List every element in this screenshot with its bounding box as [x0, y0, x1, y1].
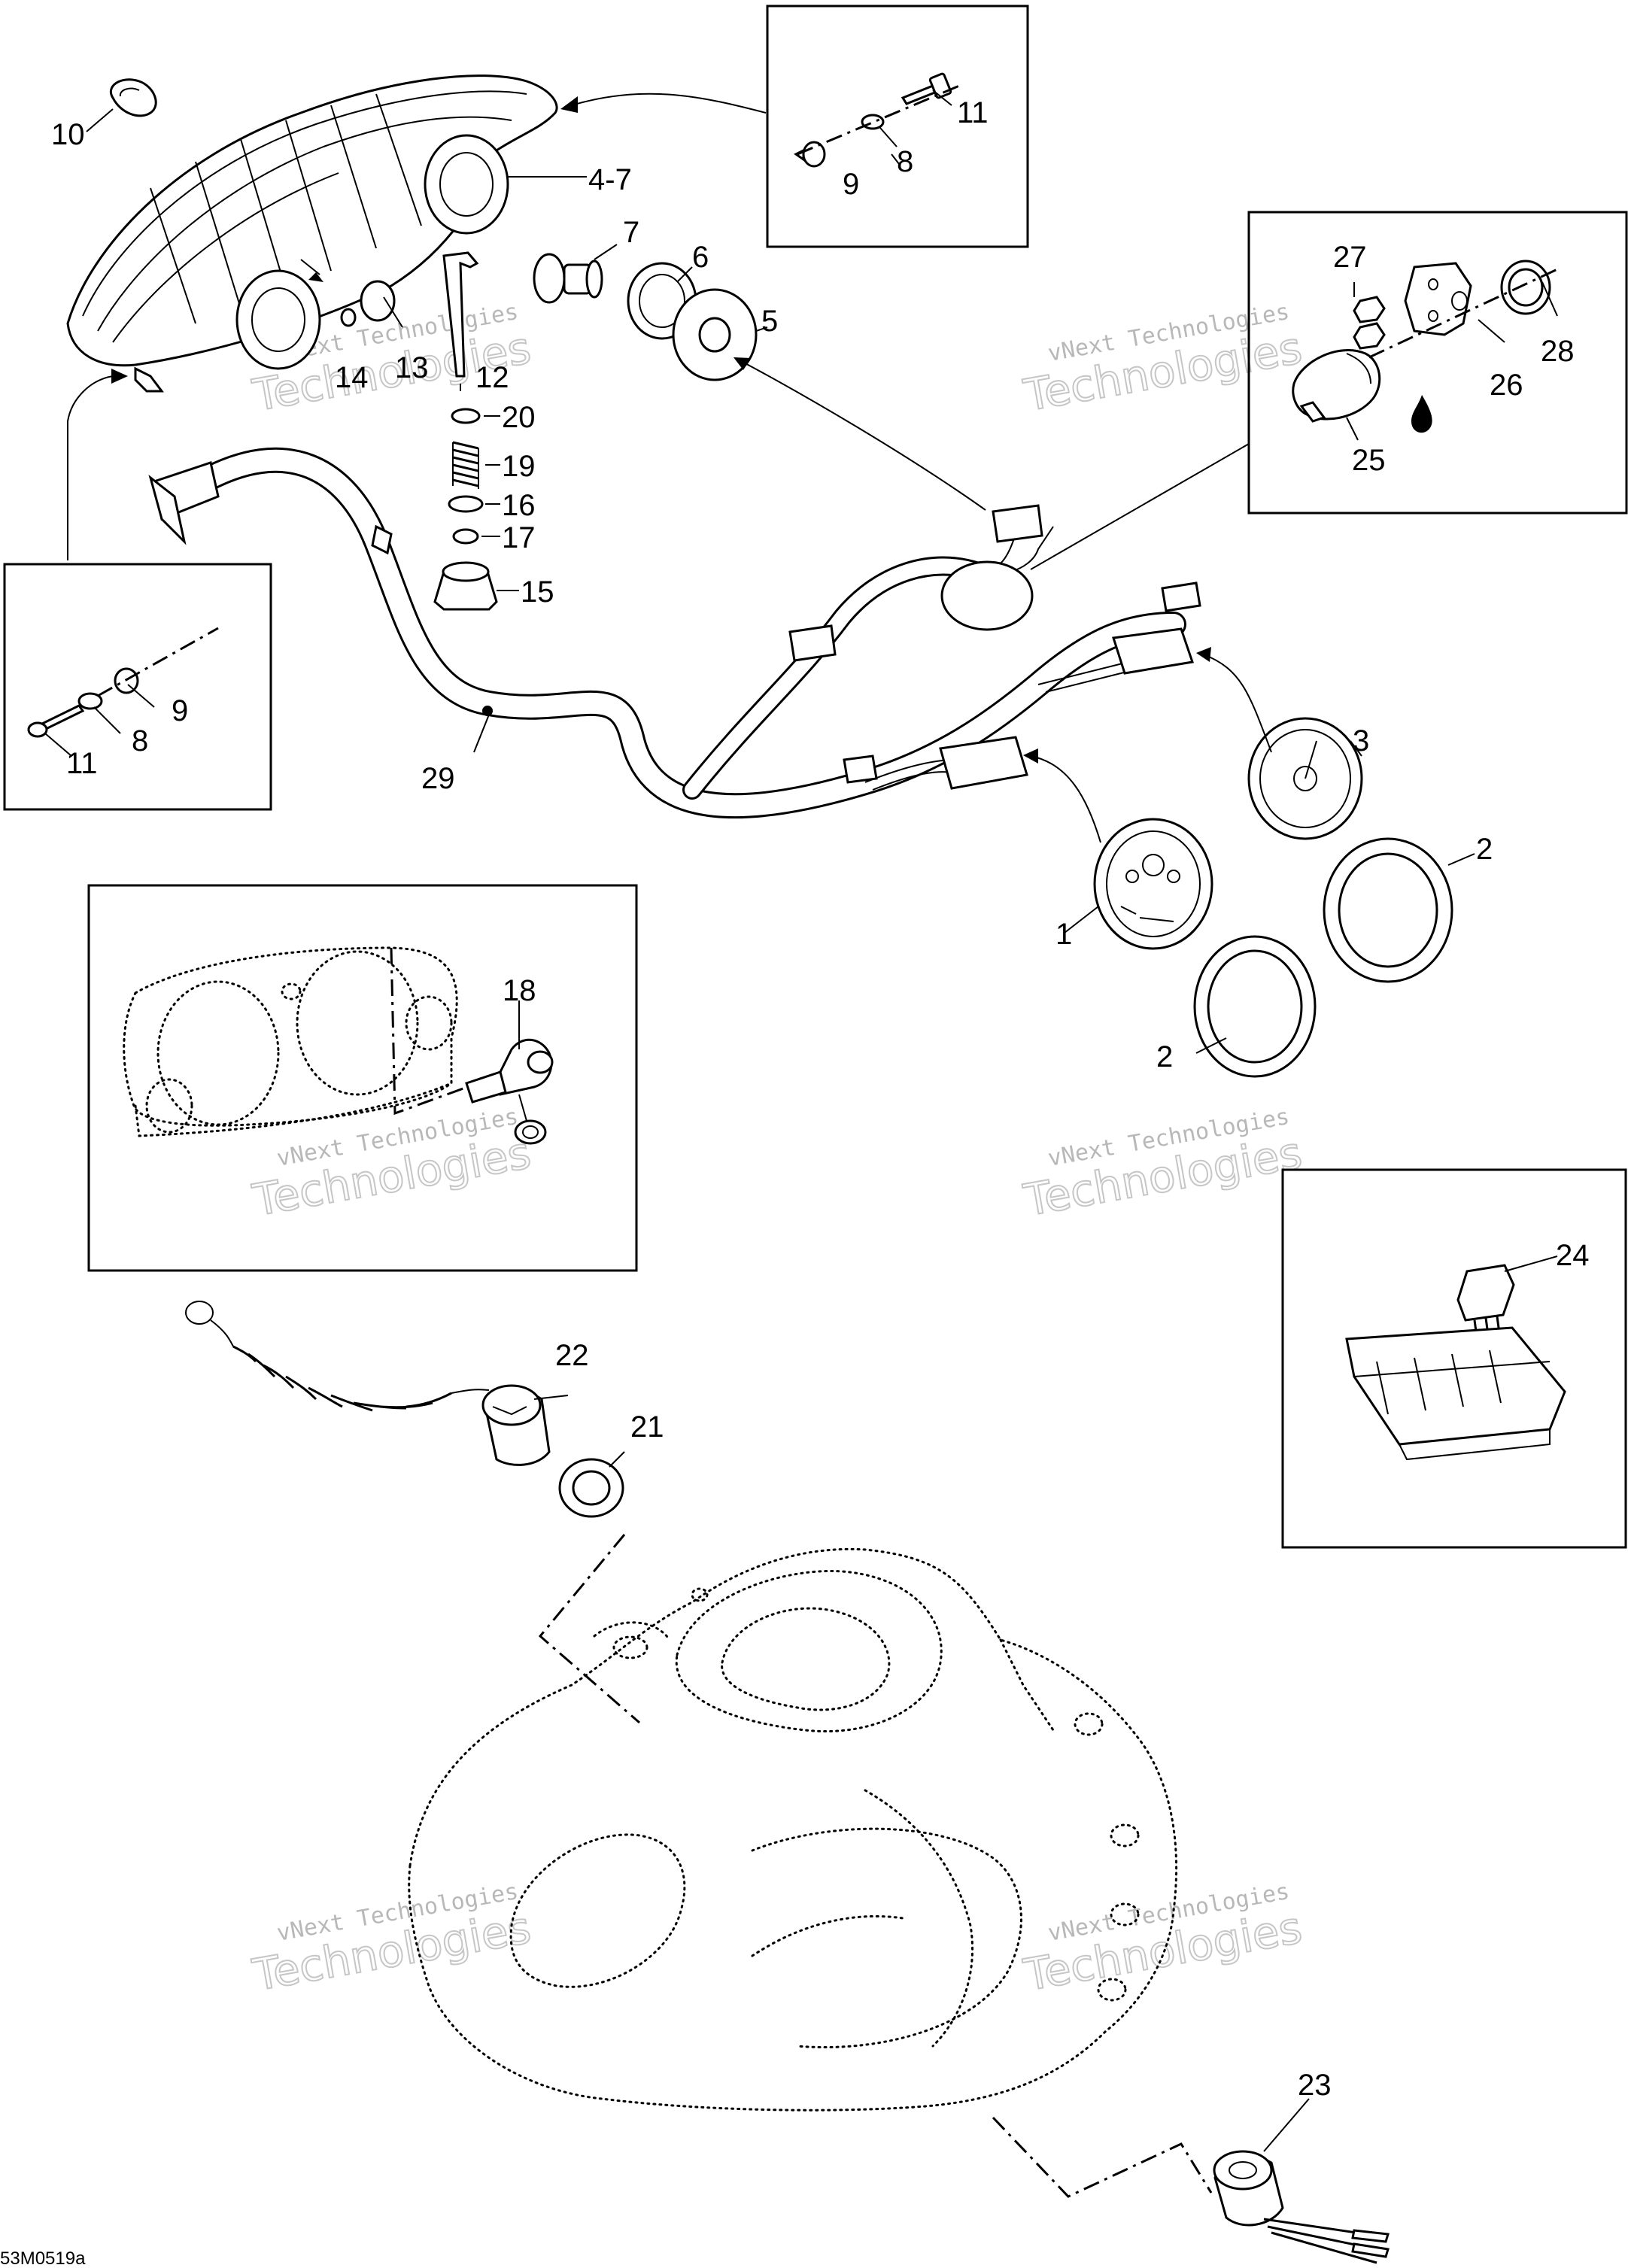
low-beam-socket	[235, 269, 321, 370]
watermarks: vNext Technologies Technologies vNext Te…	[248, 299, 1307, 2002]
gauge-3	[1247, 717, 1363, 840]
detail-box-ignition-key	[87, 884, 638, 1272]
bulb-7	[533, 253, 603, 304]
callout-9-top: 9	[843, 168, 859, 201]
washer-20	[451, 408, 481, 424]
socket-25	[1292, 349, 1381, 423]
callout-25: 25	[1352, 444, 1386, 477]
leader-lines	[44, 90, 1558, 2152]
watermark-4: vNext Technologies Technologies	[1019, 1104, 1307, 1227]
callout-11-top: 11	[957, 96, 989, 129]
callout-11-left: 11	[66, 747, 98, 780]
safety-switch-22	[481, 1384, 551, 1466]
fuse-box	[1345, 1326, 1566, 1461]
ignition-key-18	[465, 1038, 554, 1145]
callout-20: 20	[502, 401, 536, 434]
console-outline	[408, 1547, 1178, 2112]
callout-19: 19	[502, 450, 536, 483]
bezel-2-bottom	[1193, 935, 1317, 1078]
dust-cover-5	[672, 288, 758, 381]
detail-box-relay	[1281, 1168, 1627, 1549]
detail-box-light-socket	[1247, 211, 1628, 515]
spring-19	[452, 441, 479, 489]
adjust-screw-stack	[433, 251, 498, 611]
connector-gauge-3	[1112, 627, 1194, 675]
callout-23: 23	[1298, 2069, 1332, 2102]
callout-2-bottom: 2	[1156, 1040, 1173, 1073]
clip-10	[110, 78, 157, 117]
washer-16	[448, 495, 484, 513]
callout-21: 21	[630, 1410, 664, 1444]
connector-right	[1161, 581, 1201, 612]
callout-7: 7	[623, 216, 639, 249]
callout-labels: 10 11 8 9 4-7 7 6 5 13 14 12 20 19 16 17…	[0, 96, 1590, 2268]
connector-gauge-1	[939, 736, 1028, 790]
callout-8-top: 8	[897, 145, 913, 178]
callout-8-left: 8	[132, 724, 148, 758]
callout-3: 3	[1353, 724, 1369, 758]
gauge-cluster-outline	[123, 946, 458, 1137]
callout-17: 17	[502, 521, 536, 554]
gauge-1	[1093, 818, 1213, 950]
tether-cord	[185, 1301, 490, 1412]
nut-27	[1353, 296, 1386, 350]
callout-12: 12	[475, 361, 509, 394]
callout-4-7: 4-7	[588, 163, 632, 196]
adjust-screw-12	[442, 251, 479, 378]
callout-9-left: 9	[172, 694, 188, 727]
callout-24: 24	[1556, 1239, 1590, 1272]
drawing-code: 53M0519a	[0, 2248, 86, 2268]
callout-15: 15	[521, 575, 554, 609]
screw-11-left	[27, 704, 85, 738]
bracket-26	[1404, 262, 1472, 336]
grommet-13	[360, 280, 396, 322]
callout-26: 26	[1490, 369, 1523, 402]
switch-23	[1213, 2150, 1390, 2264]
nut-21	[558, 1458, 624, 1518]
callout-29: 29	[421, 762, 455, 795]
watermark-6: vNext Technologies Technologies	[1019, 1878, 1307, 2002]
relay-24	[1456, 1264, 1515, 1332]
detail-box-adjust-screws	[3, 563, 272, 811]
nut-14	[340, 308, 357, 327]
connector-top	[992, 504, 1043, 543]
callout-10: 10	[51, 118, 85, 151]
callout-2-right: 2	[1476, 833, 1493, 866]
watermark-2: vNext Technologies Technologies	[1019, 299, 1307, 422]
callout-6: 6	[692, 241, 709, 274]
washer-8-left	[77, 692, 103, 710]
connector-mid	[788, 624, 837, 662]
callout-22: 22	[555, 1339, 589, 1372]
callout-28: 28	[1541, 335, 1575, 368]
wiring-harness-29	[148, 447, 1201, 819]
socket-25-in-harness	[940, 560, 1034, 631]
callout-27: 27	[1333, 241, 1367, 274]
harness-marker-dot	[482, 706, 493, 716]
high-beam-socket	[424, 134, 509, 235]
push-nut-9-top	[794, 141, 826, 168]
bezel-2-right	[1323, 837, 1453, 983]
callout-16: 16	[502, 489, 536, 522]
nut-17	[452, 528, 479, 545]
callout-14: 14	[335, 361, 369, 394]
mounting-tab	[134, 366, 164, 393]
watermark-5: vNext Technologies Technologies	[248, 1878, 536, 2002]
detail-box-headlamp-screws	[766, 5, 1029, 248]
callout-5: 5	[761, 305, 778, 338]
grease-drop-icon	[1411, 395, 1432, 433]
callout-1: 1	[1055, 918, 1072, 951]
callout-18: 18	[503, 974, 536, 1007]
callout-13: 13	[395, 351, 429, 384]
watermark-3: vNext Technologies Technologies	[248, 1104, 536, 1227]
headlamp-housing	[66, 74, 558, 393]
ring-28	[1500, 260, 1551, 315]
